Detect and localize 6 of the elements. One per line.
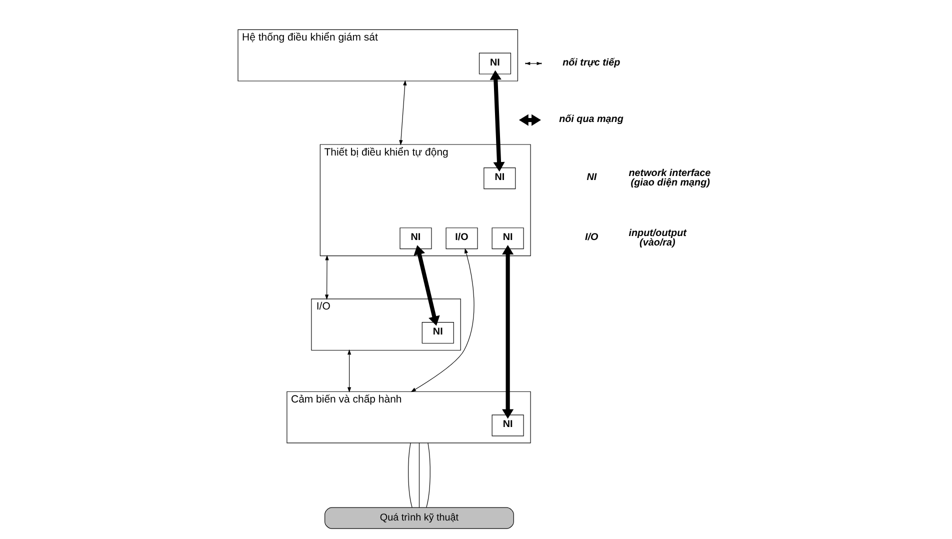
label: I/O: [584, 232, 598, 244]
legend-label: nối trực tiếp: [562, 57, 620, 68]
label: network interface (giao diện mạng): [628, 168, 710, 189]
label: NI: [586, 172, 596, 184]
label: input/output (vào/ra): [628, 228, 686, 249]
legend-label: nối qua mạng: [558, 114, 623, 125]
